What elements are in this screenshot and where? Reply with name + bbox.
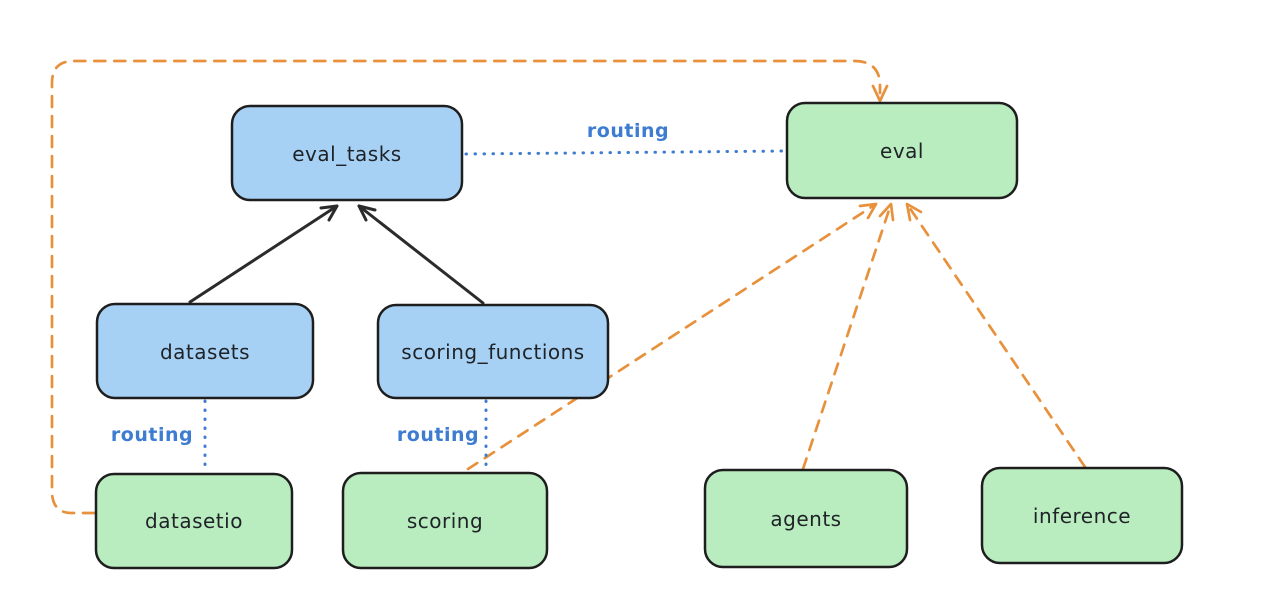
edge-datasetio-to-eval-line: [50, 59, 882, 515]
routing-label-datasets-datasetio: routing: [111, 424, 193, 446]
node-eval-tasks-label: eval_tasks: [292, 142, 401, 166]
edge-scoring-functions-to-eval-tasks-line: [357, 204, 485, 305]
node-inference-box: [980, 466, 1184, 565]
node-agents-label: agents: [770, 507, 841, 531]
node-agents-box: [703, 468, 909, 569]
edge-inference-to-eval-arrowhead: [905, 202, 923, 222]
edge-scoring-to-eval-line: [466, 202, 878, 471]
routing-label-scoring-functions-scoring: routing: [397, 424, 479, 446]
node-scoring: scoring: [341, 471, 549, 570]
node-eval-tasks: eval_tasks: [230, 104, 464, 202]
node-datasets-label: datasets: [160, 340, 250, 364]
node-datasetio: datasetio: [94, 472, 294, 570]
routing-label-eval-tasks-eval: routing: [587, 120, 669, 142]
node-eval-box: [785, 101, 1019, 200]
edge-datasets-to-eval-tasks-arrowhead: [319, 204, 339, 222]
edge-scoring-functions-to-eval-tasks-arrowhead: [357, 204, 377, 222]
edge-agents-to-eval-line: [801, 202, 893, 471]
node-datasetio-box: [94, 472, 294, 570]
node-eval-tasks-box: [230, 104, 464, 202]
edge-datasets-to-eval-tasks-line: [188, 204, 339, 304]
node-scoring-box: [341, 471, 549, 570]
node-inference-label: inference: [1033, 504, 1131, 528]
node-datasets: datasets: [95, 302, 315, 400]
node-datasets-box: [95, 302, 315, 400]
node-inference: inference: [980, 466, 1184, 565]
node-eval-label: eval: [880, 139, 924, 163]
node-scoring-functions-box: [376, 303, 610, 400]
edge-datasetio-to-eval-arrowhead: [871, 84, 889, 103]
node-scoring-functions-label: scoring_functions: [401, 340, 584, 364]
edge-eval-tasks-to-eval-line: [464, 149, 787, 156]
node-datasetio-label: datasetio: [145, 509, 243, 533]
node-scoring-label: scoring: [407, 509, 483, 533]
edge-scoring-to-eval-arrowhead: [858, 202, 878, 220]
node-agents: agents: [703, 468, 909, 569]
node-scoring-functions: scoring_functions: [376, 303, 610, 400]
edge-agents-to-eval-arrowhead: [878, 202, 895, 222]
edge-inference-to-eval-line: [905, 202, 1087, 469]
node-eval: eval: [785, 101, 1019, 200]
